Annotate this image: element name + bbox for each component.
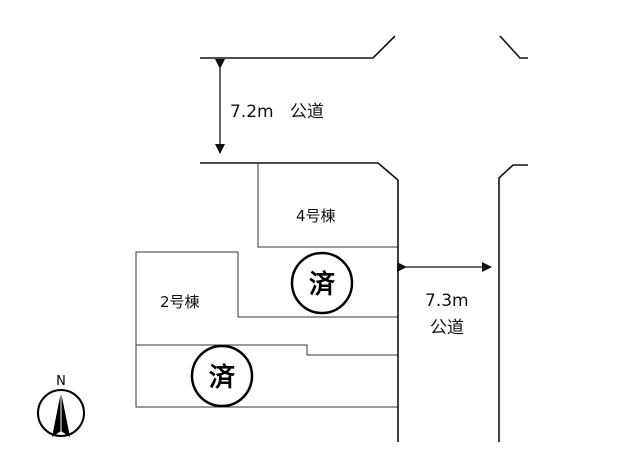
lot-south-bottom-outline [135,345,398,408]
sold-mark-south: 済 [190,344,254,408]
north-road-width: 7.2m [230,102,274,122]
sold-mark-south-text: 済 [209,362,236,393]
lot-south-sold-outline [136,344,398,356]
lot-4-outline [257,163,398,248]
north-road-top-edge-right [499,35,528,59]
north-compass: N [37,374,85,437]
compass-north-letter: N [56,374,66,389]
lot-north-sold-outline [237,252,398,318]
sold-mark-north: 済 [290,251,354,315]
east-road-width: 7.3m [425,291,469,311]
sold-mark-north-circle [290,251,354,315]
east-road-type: 公道 [430,318,464,338]
north-road-type: 公道 [290,102,324,122]
lot-2-label: 2号棟 [160,293,200,311]
lot-2-outline [135,251,238,345]
lot-outlines [135,163,398,408]
sold-mark-north-text: 済 [309,269,336,300]
sold-mark-south-circle [190,344,254,408]
north-road-top-edge [200,35,396,59]
north-road-bottom-edge [200,162,399,181]
dimension-lines [215,59,492,272]
lot-4-label: 4号棟 [296,207,336,225]
east-road-east-edge [498,164,528,442]
road-edges [200,35,528,442]
